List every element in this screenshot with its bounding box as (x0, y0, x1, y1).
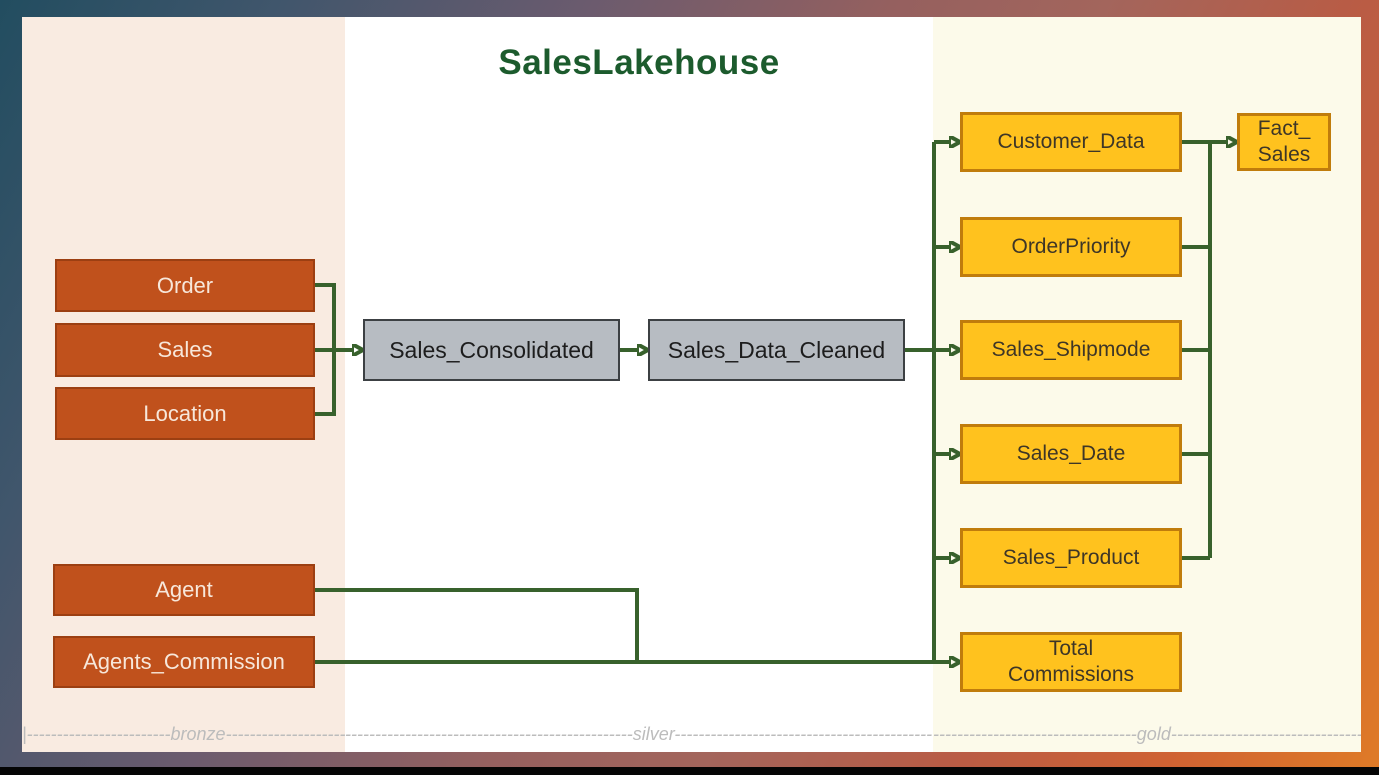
bottom-letterbox (0, 767, 1379, 775)
table-node-sales-product: Sales_Product (960, 528, 1182, 588)
medallion-layer-ruler: |------------------------bronze---------… (22, 721, 1361, 747)
page-title: SalesLakehouse (498, 43, 780, 82)
bronze-zone-background (22, 17, 345, 752)
table-node-sales: Sales (55, 323, 315, 377)
table-node-sales-date: Sales_Date (960, 424, 1182, 484)
table-node-fact-sales: Fact_ Sales (1237, 113, 1331, 171)
table-node-location: Location (55, 387, 315, 440)
table-node-orderpriority: OrderPriority (960, 217, 1182, 277)
table-node-sales-data-cleaned: Sales_Data_Cleaned (648, 319, 905, 381)
table-node-agent: Agent (53, 564, 315, 616)
ruler-silver-label: ----------------------------------------… (345, 724, 933, 744)
slide-canvas: SalesLakehouse Order Sales Location Agen… (22, 17, 1361, 752)
table-node-sales-shipmode: Sales_Shipmode (960, 320, 1182, 380)
silver-zone-background (345, 17, 933, 752)
table-node-agents-commission: Agents_Commission (53, 636, 315, 688)
ruler-bronze-label: |------------------------bronze---------… (22, 724, 345, 744)
table-node-order: Order (55, 259, 315, 312)
table-node-customer-data: Customer_Data (960, 112, 1182, 172)
ruler-gold-label: ----------------------------------gold--… (933, 724, 1361, 744)
table-node-total-commissions: Total Commissions (960, 632, 1182, 692)
table-node-sales-consolidated: Sales_Consolidated (363, 319, 620, 381)
